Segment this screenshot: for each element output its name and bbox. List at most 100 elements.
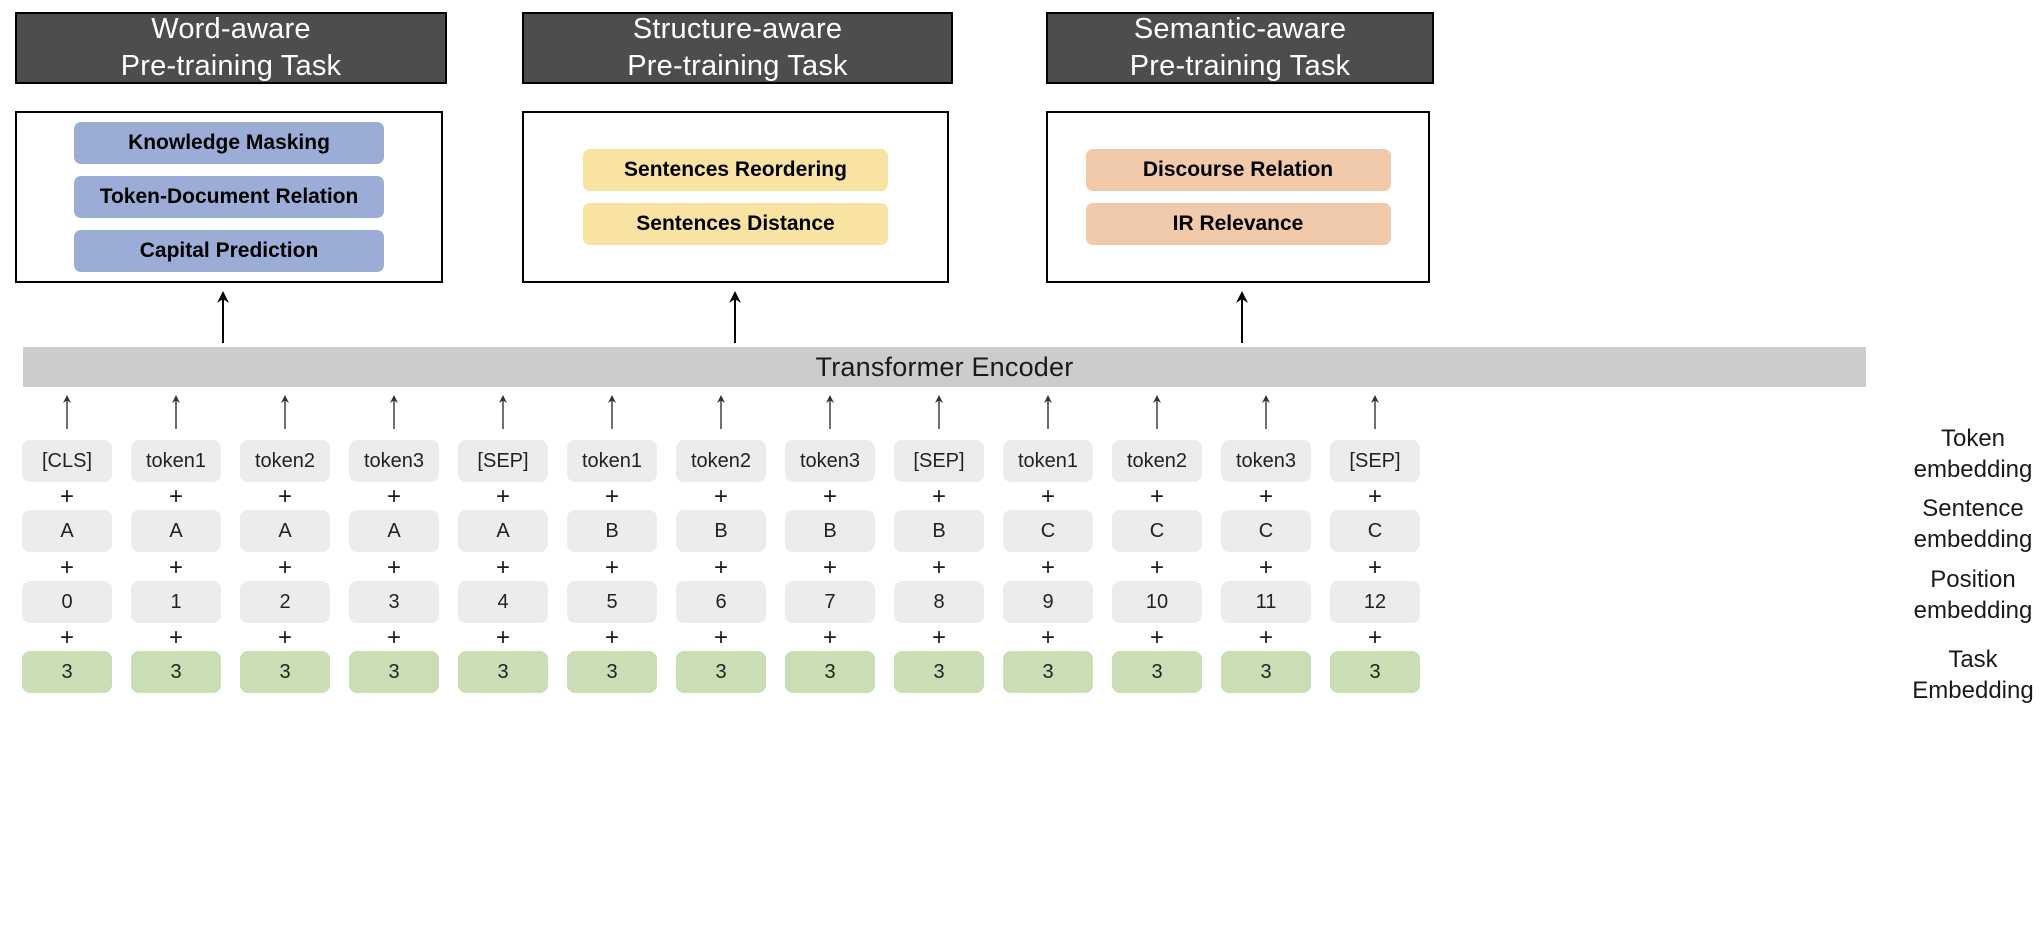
- task-pill-token-document-relation[interactable]: Token-Document Relation: [74, 176, 384, 218]
- position-embedding-cell: 3: [349, 581, 439, 623]
- row-label-line1: Position: [1930, 566, 2016, 593]
- transformer-encoder-bar: Transformer Encoder: [23, 347, 1866, 387]
- sentence-embedding-cell: A: [240, 510, 330, 552]
- plus-icon: +: [168, 554, 183, 581]
- task-header-line1: Word-aware: [151, 12, 311, 45]
- plus-icon: +: [1149, 483, 1164, 510]
- position-embedding-cell: 6: [676, 581, 766, 623]
- task-pill-ir-relevance[interactable]: IR Relevance: [1085, 203, 1391, 245]
- up-arrow-icon-token-8: [932, 395, 946, 429]
- plus-icon: +: [495, 483, 510, 510]
- token-embedding-cell: [SEP]: [458, 440, 548, 482]
- task-embedding-cell: 3: [894, 651, 984, 693]
- sentence-embedding-cell: B: [894, 510, 984, 552]
- task-pill-capital-prediction[interactable]: Capital Prediction: [74, 230, 384, 272]
- up-arrow-icon-token-4: [496, 395, 510, 429]
- plus-icon: +: [386, 554, 401, 581]
- plus-icon: +: [1258, 554, 1273, 581]
- row-label-line2: embedding: [1913, 596, 2033, 624]
- row-label-line2: Embedding: [1912, 676, 2034, 704]
- token-embedding-cell: token2: [676, 440, 766, 482]
- row-label-line1: Token: [1940, 425, 2006, 452]
- plus-icon: +: [277, 554, 292, 581]
- task-embedding-cell: 3: [785, 651, 875, 693]
- up-arrow-icon-token-2: [278, 395, 292, 429]
- up-arrow-icon-token-7: [823, 395, 837, 429]
- up-arrow-icon-token-5: [605, 395, 619, 429]
- plus-icon: +: [931, 624, 946, 651]
- plus-icon: +: [931, 483, 946, 510]
- plus-icon: +: [386, 483, 401, 510]
- plus-icon: +: [1040, 554, 1055, 581]
- sentence-embedding-cell: A: [131, 510, 221, 552]
- plus-icon: +: [168, 483, 183, 510]
- plus-icon: +: [277, 624, 292, 651]
- position-embedding-cell: 8: [894, 581, 984, 623]
- sentence-embedding-cell: C: [1112, 510, 1202, 552]
- task-embedding-cell: 3: [240, 651, 330, 693]
- task-panel-structure-aware: Sentences Reordering Sentences Distance: [522, 111, 949, 283]
- token-embedding-cell: [SEP]: [894, 440, 984, 482]
- token-embedding-cell: token1: [1003, 440, 1093, 482]
- plus-icon: +: [1367, 554, 1382, 581]
- token-embedding-cell: token2: [240, 440, 330, 482]
- sentence-embedding-cell: B: [785, 510, 875, 552]
- plus-icon: +: [713, 483, 728, 510]
- task-pill-sentences-reordering[interactable]: Sentences Reordering: [583, 149, 888, 191]
- up-arrow-icon-token-10: [1150, 395, 1164, 429]
- plus-icon: +: [604, 554, 619, 581]
- position-embedding-cell: 0: [22, 581, 112, 623]
- up-arrow-icon-word-aware: [211, 291, 235, 343]
- task-embedding-cell: 3: [1221, 651, 1311, 693]
- sentence-embedding-cell: A: [22, 510, 112, 552]
- row-label-line1: Task: [1948, 646, 1998, 673]
- plus-icon: +: [386, 624, 401, 651]
- position-embedding-cell: 4: [458, 581, 548, 623]
- task-header-line2: Pre-training Task: [1129, 50, 1351, 82]
- position-embedding-cell: 10: [1112, 581, 1202, 623]
- token-embedding-cell: token3: [349, 440, 439, 482]
- sentence-embedding-cell: C: [1330, 510, 1420, 552]
- row-label-position-embedding: Position embedding: [1878, 565, 2042, 626]
- task-embedding-cell: 3: [1003, 651, 1093, 693]
- plus-icon: +: [1367, 624, 1382, 651]
- position-embedding-cell: 5: [567, 581, 657, 623]
- task-header-structure-aware: Structure-aware Pre-training Task: [522, 12, 953, 84]
- task-header-line2: Pre-training Task: [627, 50, 848, 82]
- token-embedding-cell: token3: [785, 440, 875, 482]
- task-embedding-cell: 3: [458, 651, 548, 693]
- token-embedding-cell: token3: [1221, 440, 1311, 482]
- task-pill-discourse-relation[interactable]: Discourse Relation: [1085, 149, 1391, 191]
- task-embedding-cell: 3: [567, 651, 657, 693]
- token-embedding-cell: [SEP]: [1330, 440, 1420, 482]
- sentence-embedding-cell: A: [349, 510, 439, 552]
- plus-icon: +: [277, 483, 292, 510]
- sentence-embedding-cell: C: [1003, 510, 1093, 552]
- task-embedding-cell: 3: [22, 651, 112, 693]
- task-header-line1: Semantic-aware: [1133, 12, 1347, 45]
- up-arrow-icon-token-0: [60, 395, 74, 429]
- plus-icon: +: [822, 483, 837, 510]
- plus-icon: +: [495, 624, 510, 651]
- plus-icon: +: [1149, 554, 1164, 581]
- task-embedding-cell: 3: [676, 651, 766, 693]
- up-arrow-icon-structure-aware: [723, 291, 747, 343]
- task-header-line1: Structure-aware: [632, 12, 843, 45]
- task-embedding-cell: 3: [1330, 651, 1420, 693]
- position-embedding-cell: 11: [1221, 581, 1311, 623]
- plus-icon: +: [59, 554, 74, 581]
- task-embedding-cell: 3: [349, 651, 439, 693]
- up-arrow-icon-token-6: [714, 395, 728, 429]
- position-embedding-cell: 12: [1330, 581, 1420, 623]
- token-embedding-cell: [CLS]: [22, 440, 112, 482]
- row-label-line2: embedding: [1913, 525, 2033, 553]
- plus-icon: +: [713, 624, 728, 651]
- task-pill-knowledge-masking[interactable]: Knowledge Masking: [74, 122, 384, 164]
- task-pill-sentences-distance[interactable]: Sentences Distance: [583, 203, 888, 245]
- task-panel-word-aware: Knowledge Masking Token-Document Relatio…: [15, 111, 443, 283]
- plus-icon: +: [604, 624, 619, 651]
- token-embedding-cell: token1: [567, 440, 657, 482]
